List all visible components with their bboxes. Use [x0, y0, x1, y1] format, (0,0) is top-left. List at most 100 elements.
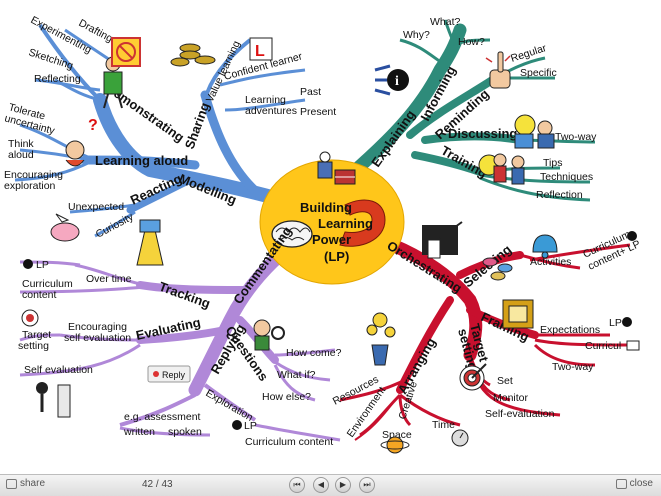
lp-dot-icon [232, 420, 242, 430]
share-icon [6, 478, 17, 489]
bell-icon [532, 234, 558, 259]
detective-magnifier-icon [253, 319, 285, 351]
capsules-icon [482, 257, 513, 281]
label-sketching: Sketching [27, 46, 75, 72]
close-button[interactable]: close [615, 478, 653, 489]
builder-worker-icon [317, 151, 356, 185]
label-eg-assessment: e.g. assessment [124, 411, 201, 423]
label-think-aloud-1: Think [8, 138, 34, 150]
label-reflection: Reflection [536, 189, 583, 201]
label-expectations: Expectations [540, 324, 600, 336]
label-lp-red: LP [609, 317, 622, 329]
label-tips: Tips [543, 157, 562, 169]
label-think-aloud-2: aloud [8, 149, 34, 161]
label-learning-adventures-2: adventures [245, 105, 297, 117]
label-self-evaluation-red: Self-evaluation [485, 408, 555, 420]
lp-dot-icons [23, 231, 637, 430]
learner-plate-icon: L [249, 37, 273, 61]
svg-text:?: ? [88, 117, 98, 134]
archer-target-icon [21, 309, 39, 327]
stopwatch-icon [451, 429, 469, 447]
label-discussing: Discussing [448, 126, 517, 141]
label-target-setting-1: Target [22, 329, 51, 341]
planet-icon [380, 436, 410, 454]
label-set: Set [497, 375, 513, 387]
label-target-setting-2: setting [18, 340, 49, 352]
slide-frame: Building Learning Power (LP) Modelling D… [0, 14, 661, 475]
first-page-button[interactable]: ⏮ [289, 477, 305, 493]
label-techniques: Techniques [540, 171, 593, 183]
center-node: Building Learning Power (LP) [259, 151, 405, 285]
thinking-person-icon: ? [65, 117, 98, 167]
close-icon [615, 478, 627, 489]
info-icon: i [374, 64, 409, 96]
label-spoken: spoken [168, 426, 202, 438]
label-specific: Specific [520, 67, 557, 79]
learner-plate-letter: L [255, 43, 265, 60]
label-activities: Activities [530, 256, 571, 268]
cursor-icon [626, 340, 640, 351]
label-space: Space [382, 429, 412, 441]
center-title-line4: (LP) [324, 249, 349, 264]
lp-dot-icon [23, 259, 33, 269]
label-how: How? [458, 36, 485, 48]
muscle-arm-icon [339, 199, 386, 247]
flying-pig-icon [50, 213, 80, 242]
share-button[interactable]: share [6, 478, 45, 489]
label-curriculum-content: Curriculum content [245, 436, 333, 448]
label-written: written [123, 426, 155, 438]
label-what-if: What if? [277, 369, 316, 381]
label-curriculum-content-1: Curriculum [22, 278, 73, 290]
label-curriculum-content-2: content [22, 289, 57, 301]
label-curricul: Curricul [585, 340, 621, 352]
person-mirror-icon [36, 382, 71, 418]
label-encouraging-self-2: self evaluation [64, 332, 131, 344]
center-title-line3: Power [312, 232, 351, 247]
previous-page-button[interactable]: ◀ [313, 477, 329, 493]
picture-frame-icon [502, 299, 534, 329]
close-label: close [629, 478, 653, 489]
last-page-icon: ⏭ [363, 480, 371, 489]
label-curiosity: Curiosity [94, 211, 136, 241]
first-page-icon: ⏮ [293, 480, 301, 489]
label-lp-purple-2: LP [244, 420, 257, 432]
label-sharing: Sharing [182, 100, 213, 151]
label-how-else: How else? [262, 391, 311, 403]
reply-button[interactable]: Reply [147, 365, 191, 383]
flower-vase-icon [366, 312, 396, 366]
label-two-way-red: Two-way [552, 361, 594, 373]
prohibited-sign-icon [111, 37, 141, 67]
discussing-people-icon [514, 114, 555, 149]
mind-map: Building Learning Power (LP) Modelling D… [3, 14, 642, 454]
label-self-evaluation-purple: Self evaluation [24, 364, 93, 376]
label-exploration: Exploration [204, 387, 256, 424]
next-page-icon: ▶ [339, 480, 347, 489]
illustrations: L ? i [21, 37, 640, 454]
label-time: Time [432, 419, 455, 431]
share-label: share [20, 478, 46, 489]
training-people-icon [478, 153, 525, 185]
info-icon-glyph: i [395, 74, 399, 89]
previous-page-icon: ◀ [317, 480, 325, 489]
target-icon [459, 363, 487, 391]
center-title-line1: Building [300, 200, 352, 215]
label-tracking: Tracking [157, 279, 212, 311]
lp-dot-icon [627, 231, 637, 241]
label-why: Why? [403, 29, 430, 41]
last-page-button[interactable]: ⏭ [359, 477, 375, 493]
label-encouraging-exploration-2: exploration [4, 180, 56, 192]
label-present: Present [300, 106, 336, 118]
conductor-baton-icon [422, 221, 463, 259]
label-over-time: Over time [86, 273, 132, 285]
label-how-come: How come? [286, 347, 342, 359]
brain-icon [271, 220, 313, 248]
label-learning-aloud: Learning aloud [95, 153, 188, 168]
next-page-button[interactable]: ▶ [335, 477, 351, 493]
branch-modelling [14, 23, 307, 238]
label-what: What? [430, 16, 461, 28]
label-lp-purple: LP [36, 259, 49, 271]
lp-dot-icon [622, 317, 632, 327]
label-learning-adventures-1: Learning [245, 94, 286, 106]
pointing-hand-icon [485, 51, 511, 89]
page-indicator: 42 / 43 [142, 479, 173, 490]
